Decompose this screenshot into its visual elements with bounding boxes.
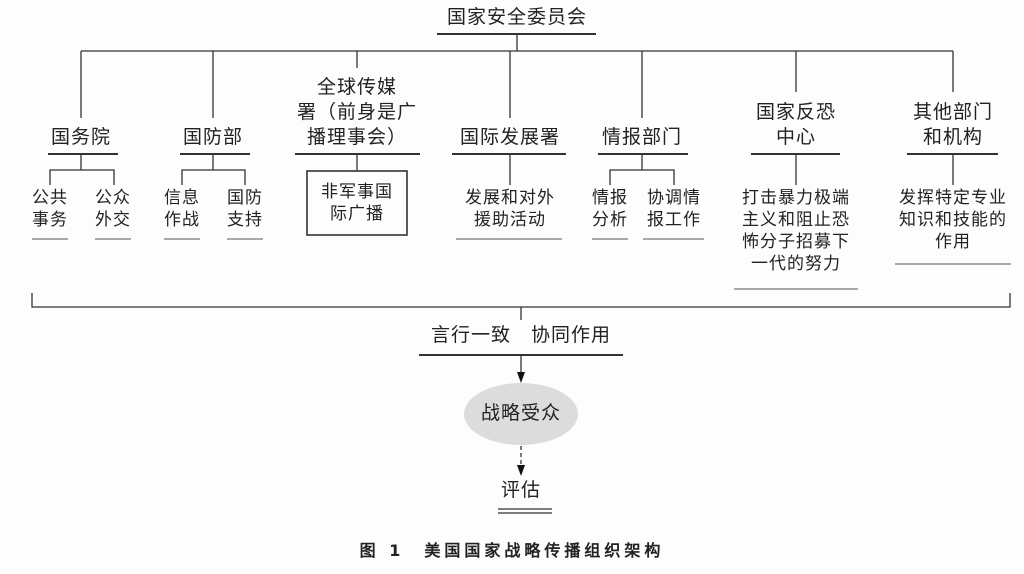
arrowhead <box>517 372 525 383</box>
leaf-xietiao-qingbao: 协调情 报工作 <box>647 188 701 230</box>
evaluation-label: 评估 <box>500 479 541 501</box>
broadcast-box <box>306 170 408 236</box>
arrowhead <box>517 465 525 476</box>
sub-connector <box>609 154 675 185</box>
dept-guowuyuan: 国务院 <box>50 126 111 148</box>
leaf-guofang-zhichi: 国防 支持 <box>227 188 263 230</box>
bottom-bracket <box>31 293 1011 308</box>
leaf-fankong-effort: 打击暴力极端 主义和阻止恐 怖分子招募下 一代的努力 <box>742 188 850 274</box>
leaf-broadcast: 非军事国 际广播 <box>321 182 393 224</box>
leaf-qingbao-fenxi: 情报 分析 <box>592 188 628 230</box>
dept-fankong: 国家反恐 中心 <box>755 101 836 148</box>
dept-qita: 其他部门 和机构 <box>912 101 993 148</box>
principle-label: 言行一致 协同作用 <box>430 324 611 346</box>
root-node: 国家安全委员会 <box>446 6 587 28</box>
audience-ellipse <box>464 383 578 445</box>
sub-connector <box>181 154 246 185</box>
sub-connector <box>49 154 115 185</box>
dept-guoji-fazhan: 国际发展署 <box>459 126 560 148</box>
dept-guofangbu: 国防部 <box>182 126 243 148</box>
figure-caption: 图 1 美国国家战略传播组织架构 <box>359 541 665 560</box>
leaf-qita-role: 发挥特定专业 知识和技能的 作用 <box>899 188 1007 252</box>
audience-label: 战略受众 <box>480 402 561 424</box>
dept-qingbao: 情报部门 <box>601 126 682 148</box>
leaf-gongzhong-waijiao: 公众 外交 <box>95 188 131 230</box>
leaf-fazhan-yuanzhu: 发展和对外 援助活动 <box>465 188 555 230</box>
leaf-xinxi-zuozhan: 信息 作战 <box>164 188 200 230</box>
dept-quanqiu-chuanmei: 全球传媒 署（前身是广 播理事会） <box>296 76 417 148</box>
leaf-gonggong-shiwu: 公共 事务 <box>32 188 68 230</box>
